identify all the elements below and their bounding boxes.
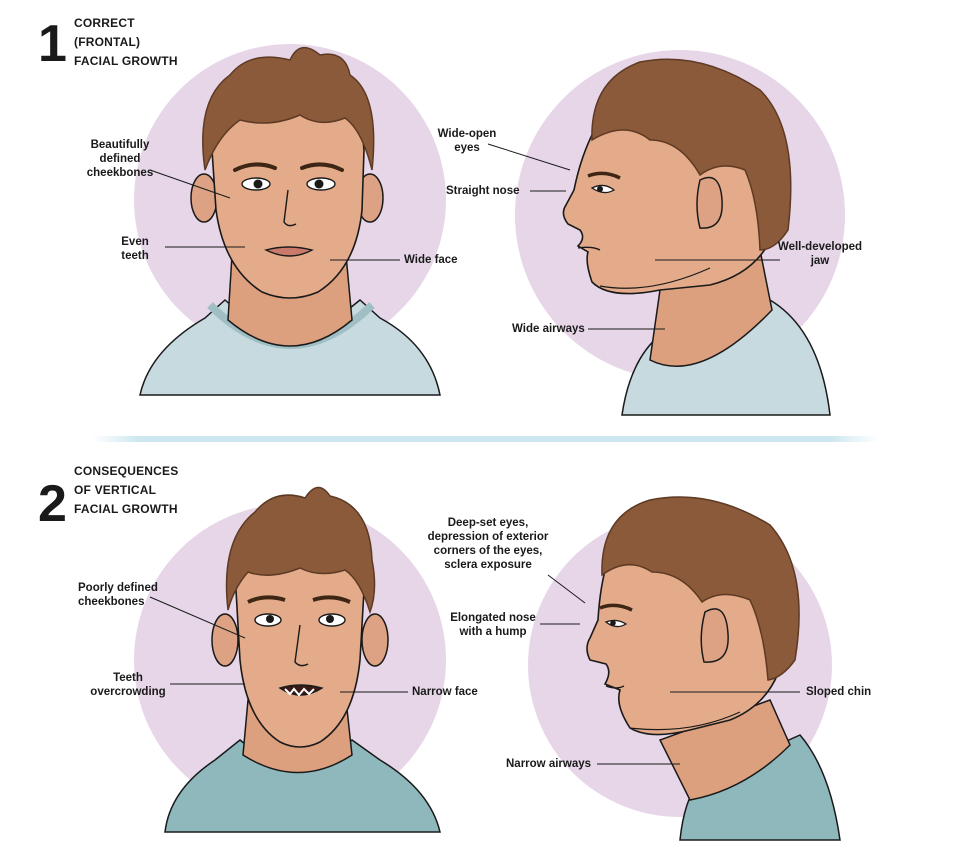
front-face-vertical: [134, 486, 446, 833]
section-1-heading: CORRECT (FRONTAL) FACIAL GROWTH: [74, 16, 178, 68]
section-2-number: 2: [38, 475, 67, 533]
label-face-vertical: Narrow face: [412, 686, 478, 698]
label-airways-correct: Wide airways: [512, 323, 585, 335]
hair: [202, 46, 375, 171]
right-ear: [361, 613, 389, 667]
section-2-heading: CONSEQUENCES OF VERTICAL FACIAL GROWTH: [74, 464, 179, 516]
neck: [658, 699, 791, 801]
leader-lines: [149, 143, 800, 765]
label-eyes-vertical: Deep-set eyes, depression of exterior co…: [427, 517, 549, 571]
hair: [225, 486, 376, 615]
ear: [700, 608, 729, 663]
shirt: [679, 734, 841, 841]
label-teeth-vertical: Teeth overcrowding: [90, 672, 166, 698]
left-ear: [211, 613, 239, 667]
label-cheekbones-correct: Beautifully defined cheekbones: [86, 139, 154, 179]
hair: [601, 496, 800, 681]
section-divider: [92, 436, 878, 442]
section-1-number: 1: [38, 15, 67, 73]
label-teeth-correct: Even teeth: [121, 236, 149, 262]
left-ear: [190, 173, 218, 223]
front-face-correct: [134, 44, 446, 396]
ear: [696, 176, 723, 229]
label-nose-vertical: Elongated nose with a hump: [450, 612, 536, 638]
neck: [649, 248, 773, 367]
label-eyes-correct: Wide-open eyes: [437, 128, 497, 154]
label-airways-vertical: Narrow airways: [506, 758, 592, 770]
label-chin-vertical: Sloped chin: [806, 686, 872, 698]
label-cheekbones-vertical: Poorly defined cheekbones: [78, 582, 158, 608]
side-face-correct: [515, 50, 845, 416]
side-face-vertical: [528, 496, 841, 841]
label-nose-correct: Straight nose: [446, 185, 520, 197]
label-jaw-correct: Well-developed jaw: [777, 241, 863, 267]
label-face-correct: Wide face: [404, 254, 458, 266]
hair: [591, 58, 792, 251]
